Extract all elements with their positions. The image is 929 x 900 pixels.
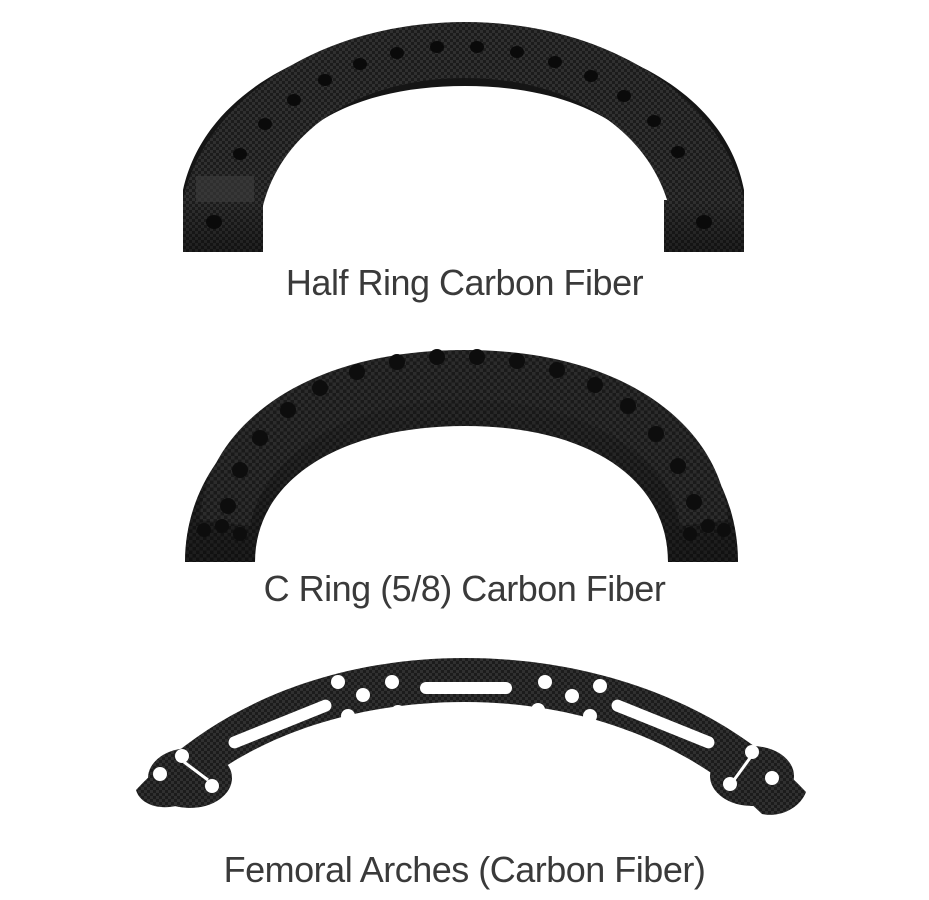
half-ring-caption: Half Ring Carbon Fiber — [285, 262, 644, 303]
half-ring-image — [183, 22, 744, 252]
c-ring-caption: C Ring (5/8) Carbon Fiber — [263, 568, 666, 609]
c-ring-image — [185, 349, 738, 562]
femoral-arches-image — [136, 658, 806, 815]
femoral-arches-caption: Femoral Arches (Carbon Fiber) — [223, 849, 706, 890]
